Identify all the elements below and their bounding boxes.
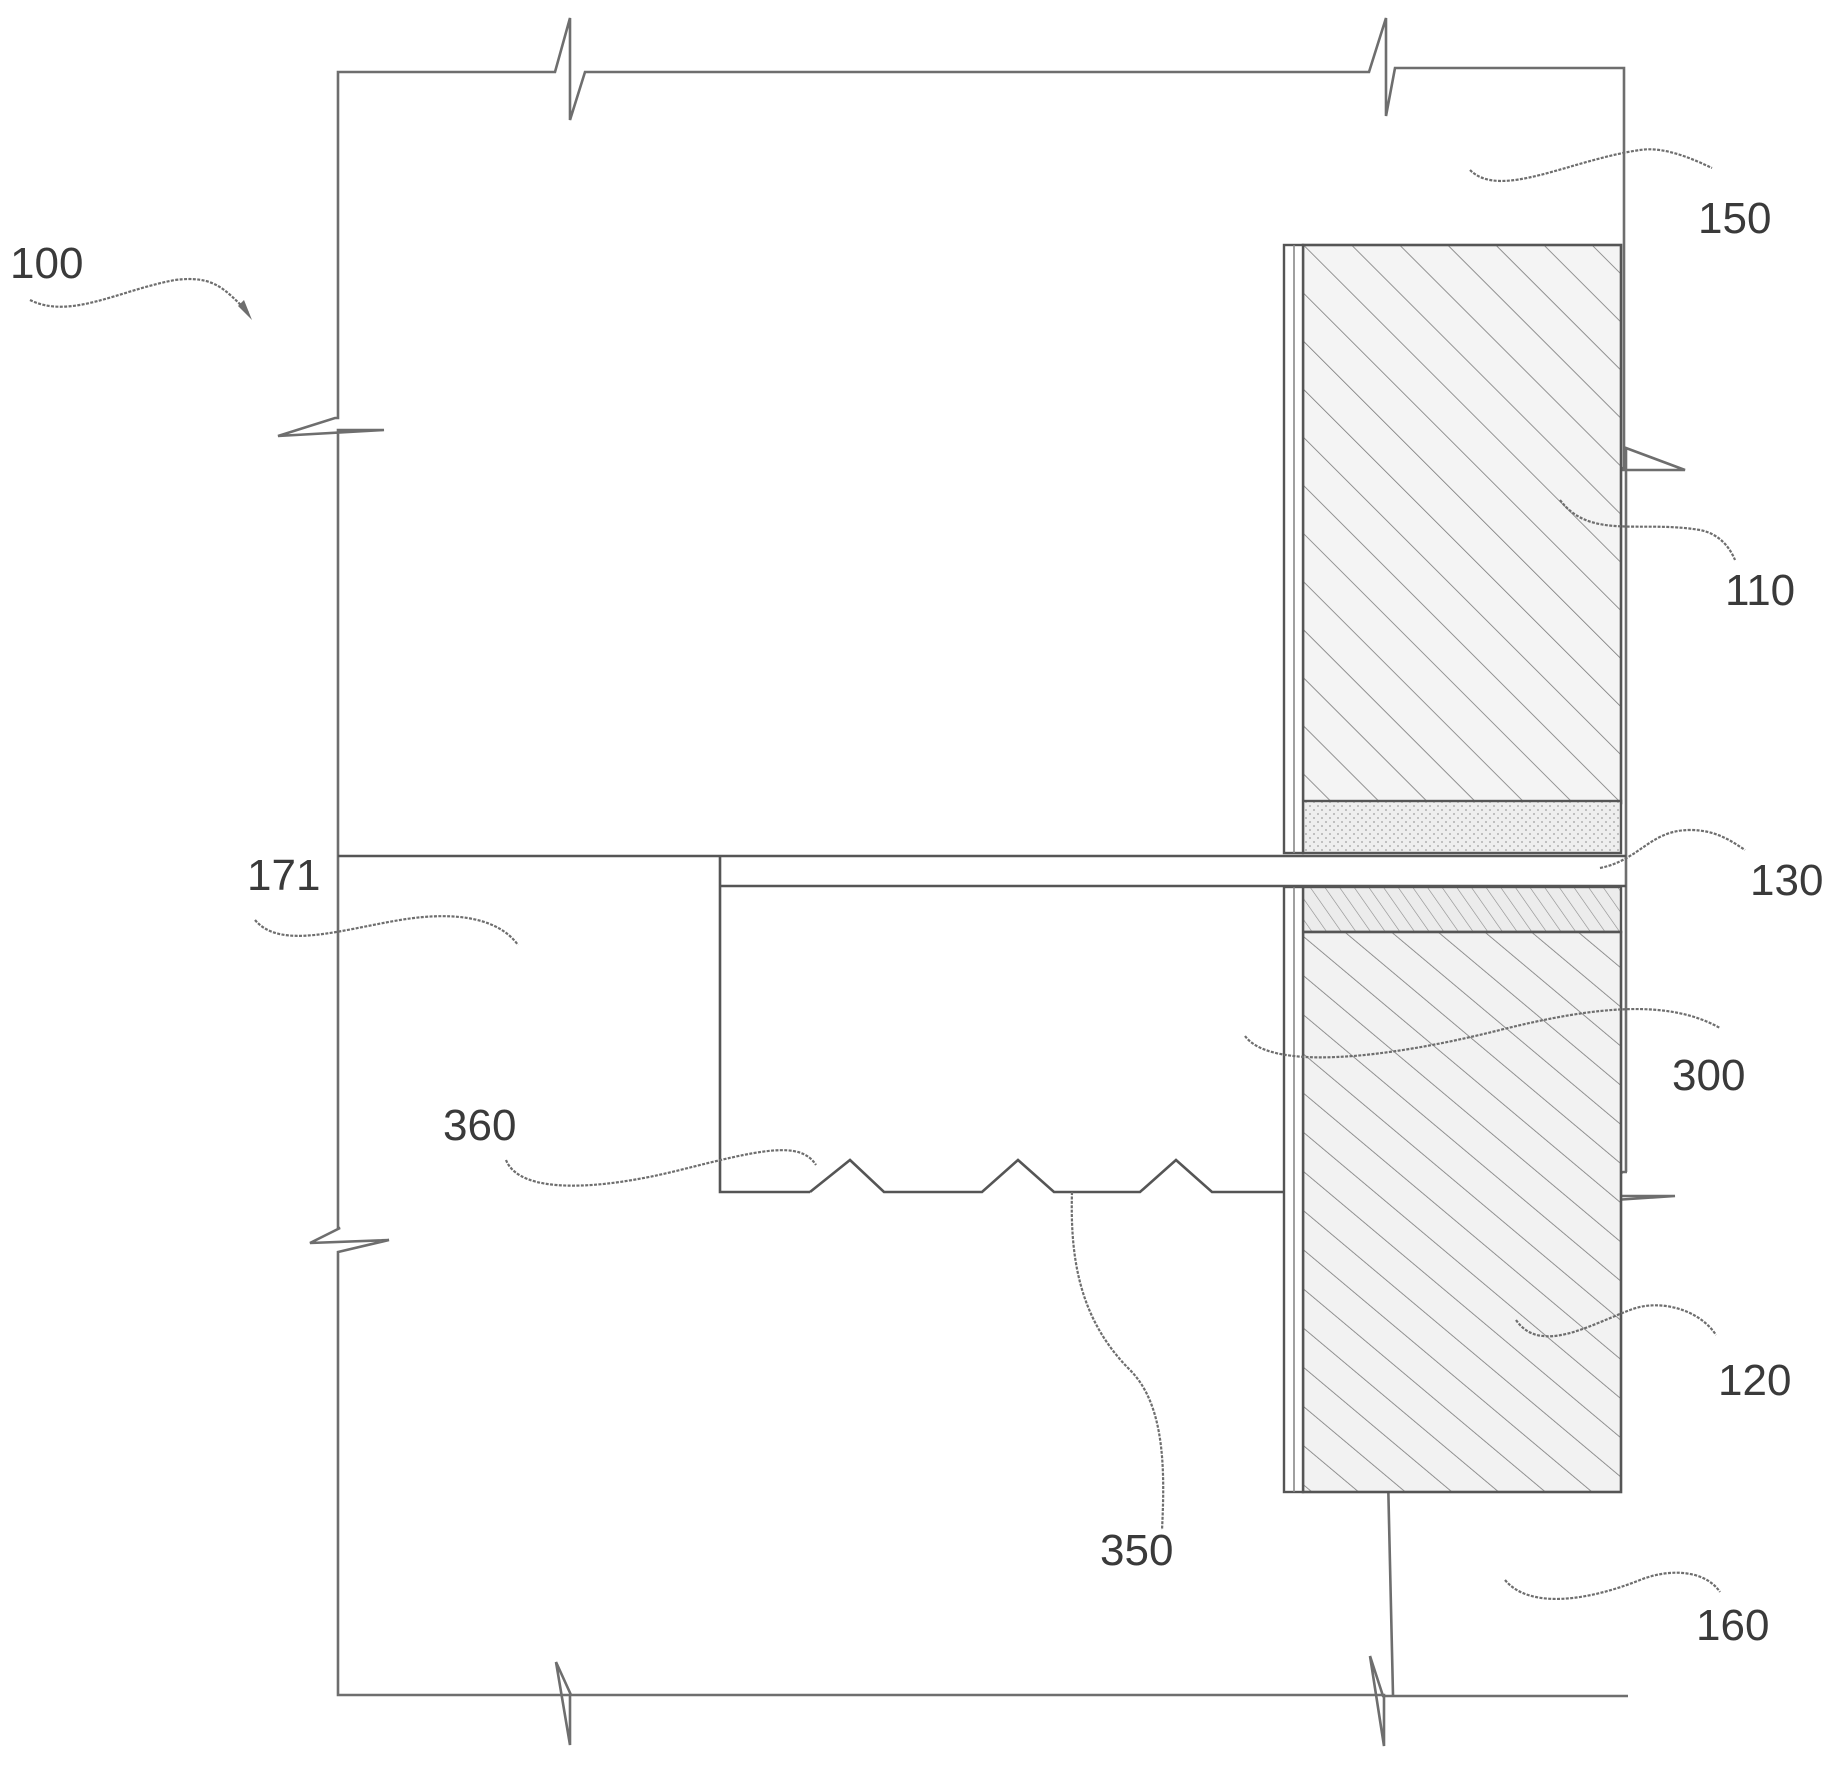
part-110-lower-band [1303,801,1621,853]
label-120: 120 [1718,1356,1791,1405]
leader-160 [1505,1573,1720,1599]
leader-350 [1072,1192,1163,1530]
label-130: 130 [1750,856,1823,905]
leader-360 [506,1150,816,1185]
leader-150 [1470,149,1712,181]
part-120-block [1303,932,1621,1492]
label-300: 300 [1672,1051,1745,1100]
label-110: 110 [1725,566,1795,615]
label-160: 160 [1696,1601,1769,1650]
part-300-enclosure [720,856,810,1192]
label-100: 100 [10,239,83,288]
leader-171 [255,916,518,945]
part-110-block [1303,245,1621,803]
label-360: 360 [443,1101,516,1150]
label-150: 150 [1698,194,1771,243]
label-171: 171 [247,851,320,900]
label-350: 350 [1100,1526,1173,1575]
spring-350 [810,1160,1284,1192]
part-120-band [1303,887,1621,932]
